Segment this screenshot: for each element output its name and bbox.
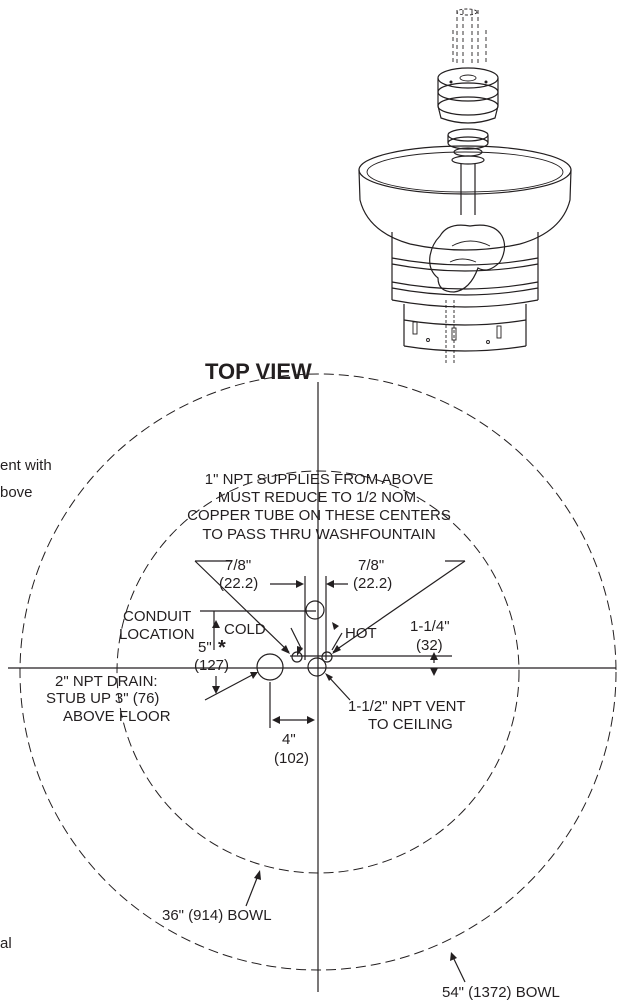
- conduit-label-1: CONDUIT: [123, 608, 191, 625]
- dim-1-1-4: 1-1/4": [410, 618, 450, 635]
- left-note-line-1: ent with: [0, 457, 52, 474]
- supply-note-line-4: TO PASS THRU WASHFOUNTAIN: [202, 526, 435, 543]
- drain-label-2: STUB UP 3" (76): [46, 690, 159, 707]
- dim-left-7-8: 7/8": [225, 557, 251, 574]
- supply-note-line-2: MUST REDUCE TO 1/2 NOM.: [218, 489, 421, 506]
- sprayhead: [437, 67, 499, 124]
- supply-pipe-hidden-lines: [452, 8, 487, 65]
- bowl: [358, 145, 572, 251]
- dim-right-7-8: 7/8": [358, 557, 384, 574]
- left-note-line-3: al: [0, 935, 12, 952]
- hot-label: HOT: [345, 625, 377, 642]
- conduit-label-2: LOCATION: [119, 626, 195, 643]
- supply-note-line-3: COPPER TUBE ON THESE CENTERS: [187, 507, 451, 524]
- dim-right-22-2: (22.2): [353, 575, 392, 592]
- dim-5-star: *: [218, 637, 226, 659]
- drain-circle: [256, 653, 284, 681]
- supply-note-line-1: 1" NPT SUPPLIES FROM ABOVE: [205, 471, 433, 488]
- left-note-line-2: bove: [0, 484, 33, 501]
- vent-circle: [307, 657, 327, 677]
- dim-5-inch: 5": [198, 639, 212, 656]
- dim-32: (32): [416, 637, 443, 654]
- pedestal: [391, 232, 539, 365]
- vent-label-2: TO CEILING: [368, 716, 453, 733]
- supply-leader-left: [194, 560, 290, 653]
- dim-left-22-2: (22.2): [219, 575, 258, 592]
- dim-5-mm: (127): [194, 657, 229, 674]
- dim-102: (102): [274, 750, 309, 767]
- supply-leader-right: [332, 560, 466, 653]
- dim-4-inch: 4": [282, 731, 296, 748]
- drain-label-1: 2" NPT DRAIN:: [55, 673, 158, 690]
- cold-label: COLD: [224, 621, 266, 638]
- drain-label-3: ABOVE FLOOR: [63, 708, 171, 725]
- hot-supply-circle: [321, 651, 333, 663]
- bowl-36-label: 36" (914) BOWL: [162, 907, 272, 924]
- foot-control: [429, 224, 506, 293]
- column-stem: [447, 128, 489, 215]
- washfountain-illustration: [358, 8, 572, 365]
- supply-note: 1" NPT SUPPLIES FROM ABOVE MUST REDUCE T…: [187, 471, 451, 543]
- cold-supply-circle: [291, 651, 303, 663]
- bowl-54-label: 54" (1372) BOWL: [442, 984, 560, 1001]
- conduit-circle: [305, 600, 325, 620]
- vent-label-1: 1-1/2" NPT VENT: [348, 698, 466, 715]
